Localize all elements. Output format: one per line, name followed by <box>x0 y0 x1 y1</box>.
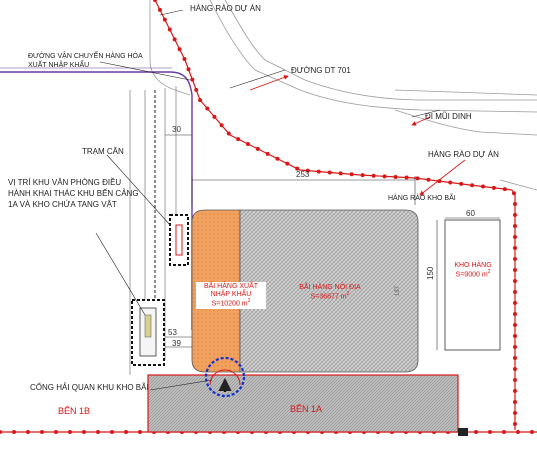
berth-1b-label: BẾN 1B <box>58 406 91 416</box>
yard-fence-label: HÀNG RÀO KHO BÃI <box>388 195 456 202</box>
domestic-yard-area-unit: 2 <box>346 291 350 298</box>
project-fence-top-label: HÀNG RÀO DỰ ÁN <box>190 4 261 13</box>
warehouse-area-unit: 2 <box>487 269 491 276</box>
office-label-2: HÀNH KHAI THÁC KHU BẾN CẢNG <box>8 189 139 198</box>
office-label-3: 1A VÀ KHO CHỨA TANG VẬT <box>8 200 117 209</box>
dimension-39: 39 <box>172 339 181 348</box>
transport-road-line <box>0 71 193 330</box>
export-yard-name-1: BÃI HÀNG XUẤT <box>203 283 259 290</box>
transport-road-label-1: ĐƯỜNG VẬN CHUYỂN HÀNG HÓA <box>28 53 143 60</box>
transport-road-label-2: XUẤT NHẬP KHẨU <box>28 62 90 69</box>
road-dt701-label: ĐƯỜNG DT 701 <box>291 66 351 75</box>
dimension-253: 253 <box>296 170 310 179</box>
office-label-1: VỊ TRÍ KHU VĂN PHÒNG ĐIỀU <box>8 178 122 187</box>
weigh-station-label: TRẠM CÂN <box>82 147 124 156</box>
warehouse-name: KHO HÀNG <box>454 262 492 269</box>
export-yard-area-unit: 2 <box>247 298 251 305</box>
dimension-53: 53 <box>168 328 177 337</box>
warehouse-area: S=9000 m <box>455 271 488 279</box>
berth-1a <box>147 374 459 433</box>
export-yard-name-2: NHẬP KHẨU <box>210 291 252 299</box>
project-fence-right-label: HÀNG RÀO DỰ ÁN <box>428 150 499 159</box>
dimension-30: 30 <box>172 125 181 134</box>
to-mui-dinh-label: ĐI MŨI DINH <box>425 112 472 121</box>
domestic-yard-area: S=36877 m <box>310 293 347 301</box>
dimension-150: 150 <box>426 266 435 280</box>
customs-gate-circle <box>204 356 246 398</box>
customs-gate-label: CỔNG HẢI QUAN KHU KHO BÃI <box>30 383 149 392</box>
domestic-yard-label: BÃI HÀNG NỘI ĐỊA S=36877 m2 <box>290 284 370 301</box>
export-yard-label: BÃI HÀNG XUẤT NHẬP KHẨU S=10200 m2 <box>196 282 266 310</box>
dimension-187: 187 <box>395 285 401 296</box>
warehouse-label: KHO HÀNG S=9000 m2 <box>446 262 500 279</box>
terrain-lines <box>149 0 537 191</box>
warehouse <box>444 219 501 351</box>
dimension-60: 60 <box>466 209 475 218</box>
export-yard-area: S=10200 m <box>211 300 248 308</box>
domestic-yard <box>239 209 419 373</box>
berth-1a-label: BẾN 1A <box>290 404 323 414</box>
domestic-yard-name: BÃI HÀNG NỘI ĐỊA <box>299 284 361 291</box>
